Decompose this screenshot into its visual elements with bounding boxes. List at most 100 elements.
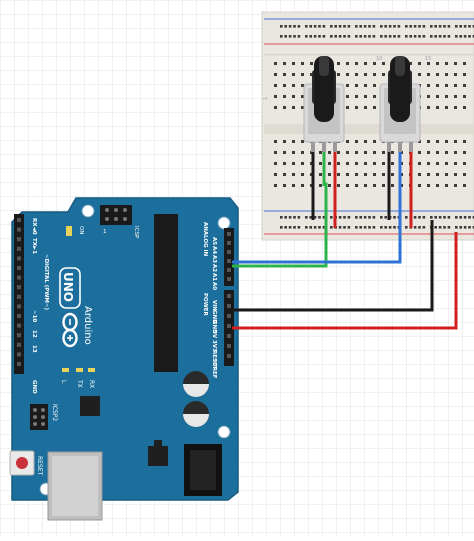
potentiometer-left[interactable] — [303, 56, 345, 152]
rail-hole — [305, 226, 308, 229]
terminal-hole — [391, 173, 394, 176]
rail-hole — [455, 216, 458, 219]
power-pin-label: RESET — [211, 350, 217, 370]
reset-label: RESET — [36, 456, 43, 476]
terminal-hole — [301, 162, 304, 165]
rail-hole — [405, 216, 408, 219]
terminal-hole — [427, 95, 430, 98]
top-power-rail — [280, 25, 474, 38]
terminal-hole — [355, 162, 358, 165]
rail-hole — [347, 216, 351, 219]
reset-button[interactable]: RESET — [9, 450, 43, 476]
rail-hole — [434, 25, 437, 28]
wire-a1-signal[interactable] — [232, 184, 402, 264]
power-pin-socket[interactable] — [227, 304, 231, 308]
digital-pin-socket[interactable] — [17, 333, 21, 338]
rail-hole — [318, 25, 321, 28]
usb-connector-inner — [52, 456, 98, 516]
rail-hole — [343, 226, 346, 229]
rail-hole — [409, 25, 412, 28]
mounting-hole — [217, 425, 231, 439]
digital-pin-socket[interactable] — [17, 342, 21, 347]
power-pin-socket[interactable] — [227, 354, 231, 358]
terminal-hole — [292, 106, 295, 109]
terminal-hole — [364, 184, 367, 187]
analog-pin-socket[interactable] — [227, 259, 231, 263]
digital-pin-socket[interactable] — [17, 294, 21, 299]
rail-hole — [459, 35, 462, 38]
rail-hole — [393, 216, 396, 219]
terminal-hole — [301, 140, 304, 143]
potentiometer-right[interactable] — [379, 56, 421, 152]
power-pin-socket[interactable] — [227, 294, 231, 298]
digital-pin-socket[interactable] — [17, 246, 21, 251]
terminal-hole — [283, 184, 286, 187]
analog-pin-sockets — [227, 232, 231, 281]
analog-pin-socket[interactable] — [227, 268, 231, 272]
terminal-hole — [346, 84, 349, 87]
wire-gnd-rail[interactable] — [232, 220, 434, 312]
row-number: 1 — [263, 97, 269, 100]
rail-hole — [288, 25, 292, 28]
digital-pin-socket[interactable] — [17, 362, 21, 366]
terminal-hole — [292, 84, 295, 87]
digital-pin-socket[interactable] — [17, 304, 21, 309]
wires — [232, 152, 458, 330]
on-led — [66, 226, 72, 236]
rail-hole — [313, 216, 317, 219]
rail-hole — [438, 25, 442, 28]
terminal-hole — [301, 73, 304, 76]
rail-hole — [288, 226, 292, 229]
digital-pin-socket[interactable] — [17, 275, 21, 280]
analog-pin-label: A2 — [211, 264, 217, 272]
analog-pin-socket[interactable] — [227, 232, 231, 236]
terminal-hole — [445, 162, 448, 165]
power-pin-socket[interactable] — [227, 314, 231, 318]
terminal-hole — [382, 62, 385, 65]
rail-hole — [280, 226, 283, 229]
icsp-label: ICSP — [133, 226, 139, 239]
digital-pin-socket[interactable] — [17, 237, 21, 242]
terminal-hole — [283, 84, 286, 87]
terminal-hole — [274, 95, 277, 98]
rail-hole — [380, 226, 383, 229]
rail-hole — [463, 226, 467, 229]
digital-pin-socket[interactable] — [17, 266, 21, 270]
digital-pin-socket[interactable] — [17, 323, 21, 328]
rail-hole — [330, 216, 333, 219]
terminal-hole — [328, 173, 331, 176]
digital-pin-socket[interactable] — [17, 227, 21, 232]
wire-5v-rail[interactable] — [232, 232, 458, 330]
rail-hole — [334, 25, 337, 28]
analog-pin-socket[interactable] — [227, 277, 231, 281]
digital-pin-socket[interactable] — [17, 285, 21, 290]
analog-pin-socket[interactable] — [227, 241, 231, 245]
row-number: 10 — [376, 56, 382, 62]
rail-hole — [318, 35, 321, 38]
digital-pin-socket[interactable] — [17, 256, 21, 261]
analog-pin-socket[interactable] — [227, 250, 231, 254]
power-pin-socket[interactable] — [227, 344, 231, 348]
rail-hole — [343, 216, 346, 219]
rail-hole — [355, 35, 358, 38]
rail-hole — [422, 226, 426, 229]
terminal-hole — [463, 140, 466, 143]
terminal-hole — [382, 184, 385, 187]
power-pin-socket[interactable] — [227, 334, 231, 338]
terminal-hole — [454, 62, 457, 65]
digital-pin-socket[interactable] — [17, 314, 21, 318]
digital-pin-socket[interactable] — [17, 352, 21, 357]
rail-hole — [388, 25, 392, 28]
rail-hole — [343, 35, 346, 38]
pot-knob-slot — [319, 56, 329, 76]
terminal-hole — [427, 106, 430, 109]
terminal-hole — [292, 95, 295, 98]
terminal-hole — [427, 184, 430, 187]
digital-pin-socket[interactable] — [17, 218, 21, 222]
rail-hole — [322, 216, 326, 219]
power-pin-socket[interactable] — [227, 324, 231, 328]
rail-hole — [284, 35, 287, 38]
terminal-hole — [301, 84, 304, 87]
power-pin-label: VIN — [211, 300, 217, 311]
rail-hole — [384, 25, 387, 28]
